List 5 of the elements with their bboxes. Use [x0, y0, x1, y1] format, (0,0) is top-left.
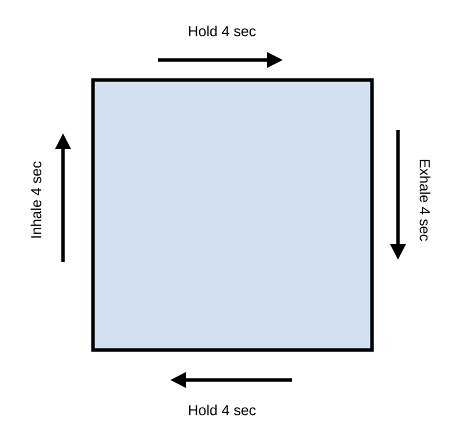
step-label: Inhale 4 sec	[30, 161, 42, 238]
square	[91, 78, 374, 352]
step-label: Hold 4 sec	[189, 26, 256, 36]
step-label: Hold 4 sec	[189, 404, 256, 416]
step-label: Exhale 4 sec	[420, 160, 430, 241]
